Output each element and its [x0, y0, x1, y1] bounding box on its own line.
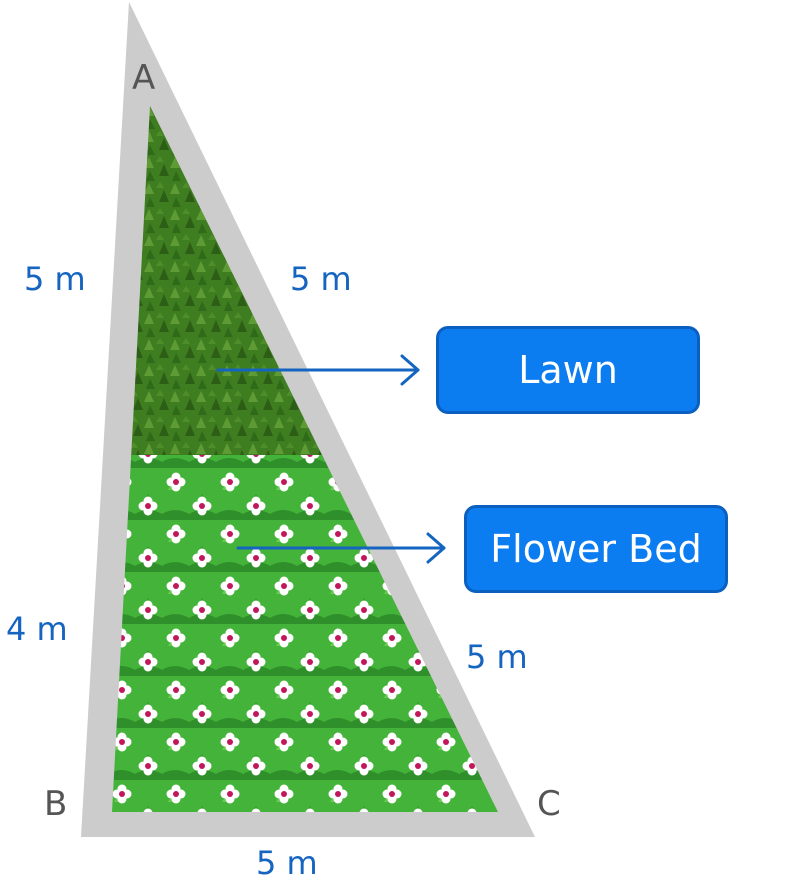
vertex-label-a: A [132, 58, 156, 98]
vertex-label-b: B [44, 784, 68, 824]
side-ab-length-label: 5 m [24, 260, 86, 298]
lawn-callout: Lawn [436, 326, 700, 414]
side-ac-upper-length-label: 5 m [290, 260, 352, 298]
flower-bed-callout: Flower Bed [464, 505, 728, 593]
side-bc-length-label: 5 m [256, 844, 318, 882]
side-ac-lower-length-label: 5 m [466, 638, 528, 676]
flower-bed-region [112, 455, 498, 812]
vertex-label-c: C [537, 784, 561, 824]
side-ab-lower-length-label: 4 m [6, 610, 68, 648]
lawn-arrow [216, 354, 420, 386]
flower-bed-arrow [236, 532, 446, 564]
